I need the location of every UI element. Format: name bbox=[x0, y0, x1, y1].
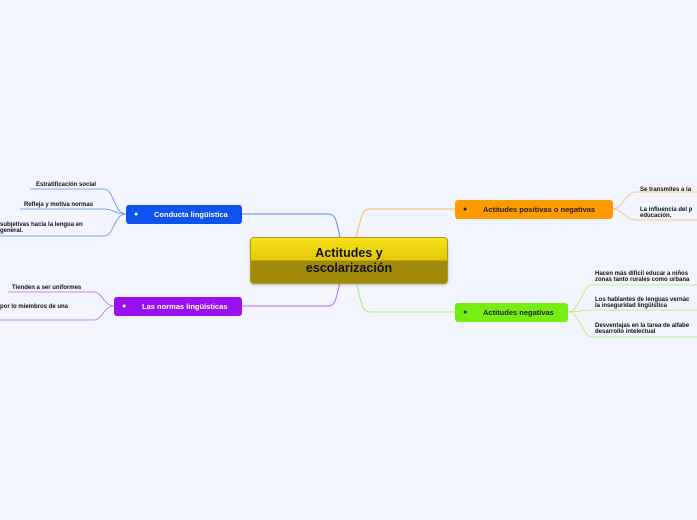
subtopic-negativas-1-line-2[interactable]: zonas tanto rurales como urbana bbox=[595, 277, 690, 283]
subtopic-conducta-3-line-1[interactable]: subjetivas hacia la lengua en bbox=[0, 222, 83, 228]
subtopic-negativas-2-line-2[interactable]: la inseguridad lingüística bbox=[595, 303, 668, 309]
link-conducta-leaf-2 bbox=[20, 208, 127, 215]
bullet-icon: ● bbox=[463, 206, 468, 213]
subtopic-positivas-1[interactable]: Se transmites a la bbox=[640, 187, 692, 193]
link-positivas bbox=[355, 208, 455, 238]
topic-label: Actitudes negativas bbox=[483, 308, 554, 317]
topic-label: Actitudes positivas o negativas bbox=[483, 205, 596, 214]
link-conducta-leaf-3 bbox=[0, 213, 127, 237]
central-topic[interactable]: Actitudes y escolarización bbox=[250, 237, 448, 284]
link-conducta-leaf-1 bbox=[30, 188, 127, 215]
link-normas-leaf-1 bbox=[8, 291, 115, 307]
link-conducta bbox=[242, 213, 341, 238]
bullet-icon: ● bbox=[134, 211, 139, 218]
topic-normas-linguisticas[interactable]: ● Las normas lingüísticas bbox=[114, 297, 242, 316]
subtopic-positivas-2-line-2[interactable]: educación. bbox=[640, 213, 672, 219]
link-negativas-leaf-3 bbox=[567, 311, 697, 338]
subtopic-conducta-3-line-2[interactable]: general. bbox=[0, 228, 24, 234]
bullet-icon: ● bbox=[122, 303, 127, 310]
link-positivas-leaf-1 bbox=[612, 191, 697, 210]
link-positivas-leaf-2 bbox=[612, 208, 697, 221]
topic-actitudes-positivas[interactable]: ● Actitudes positivas o negativas bbox=[455, 200, 613, 219]
subtopic-normas-2[interactable]: por lo miembros de una bbox=[0, 304, 69, 310]
subtopic-normas-1[interactable]: Tienden a ser uniformes bbox=[12, 285, 82, 291]
subtopic-negativas-3-line-1[interactable]: Desventajas en la tarea de alfabe bbox=[595, 323, 690, 329]
subtopic-positivas-2-line-1[interactable]: La influencia del p bbox=[640, 207, 693, 213]
subtopic-conducta-1[interactable]: Estratificación social bbox=[36, 182, 97, 188]
link-negativas-leaf-1 bbox=[567, 284, 697, 313]
topic-conducta-linguistica[interactable]: ● Conducta lingüística bbox=[126, 205, 242, 224]
topic-actitudes-negativas[interactable]: ● Actitudes negativas bbox=[455, 303, 568, 322]
subtopic-negativas-1-line-1[interactable]: Hacen más difícil educar a niños bbox=[595, 271, 689, 277]
central-topic-title: Actitudes y escolarización bbox=[305, 245, 393, 275]
topic-label: Las normas lingüísticas bbox=[142, 302, 228, 311]
topic-label: Conducta lingüística bbox=[154, 210, 228, 219]
link-negativas bbox=[355, 281, 455, 313]
link-normas-leaf-2 bbox=[0, 305, 115, 321]
link-normas bbox=[242, 281, 341, 307]
link-negativas-leaf-2 bbox=[567, 309, 697, 313]
bullet-icon: ● bbox=[463, 309, 468, 316]
subtopic-negativas-3-line-2[interactable]: desarrollo intelectual bbox=[595, 329, 656, 335]
subtopic-negativas-2-line-1[interactable]: Los hablantes de lenguas vernác bbox=[595, 297, 690, 303]
subtopic-conducta-2[interactable]: Refleja y motiva normas bbox=[24, 202, 94, 208]
